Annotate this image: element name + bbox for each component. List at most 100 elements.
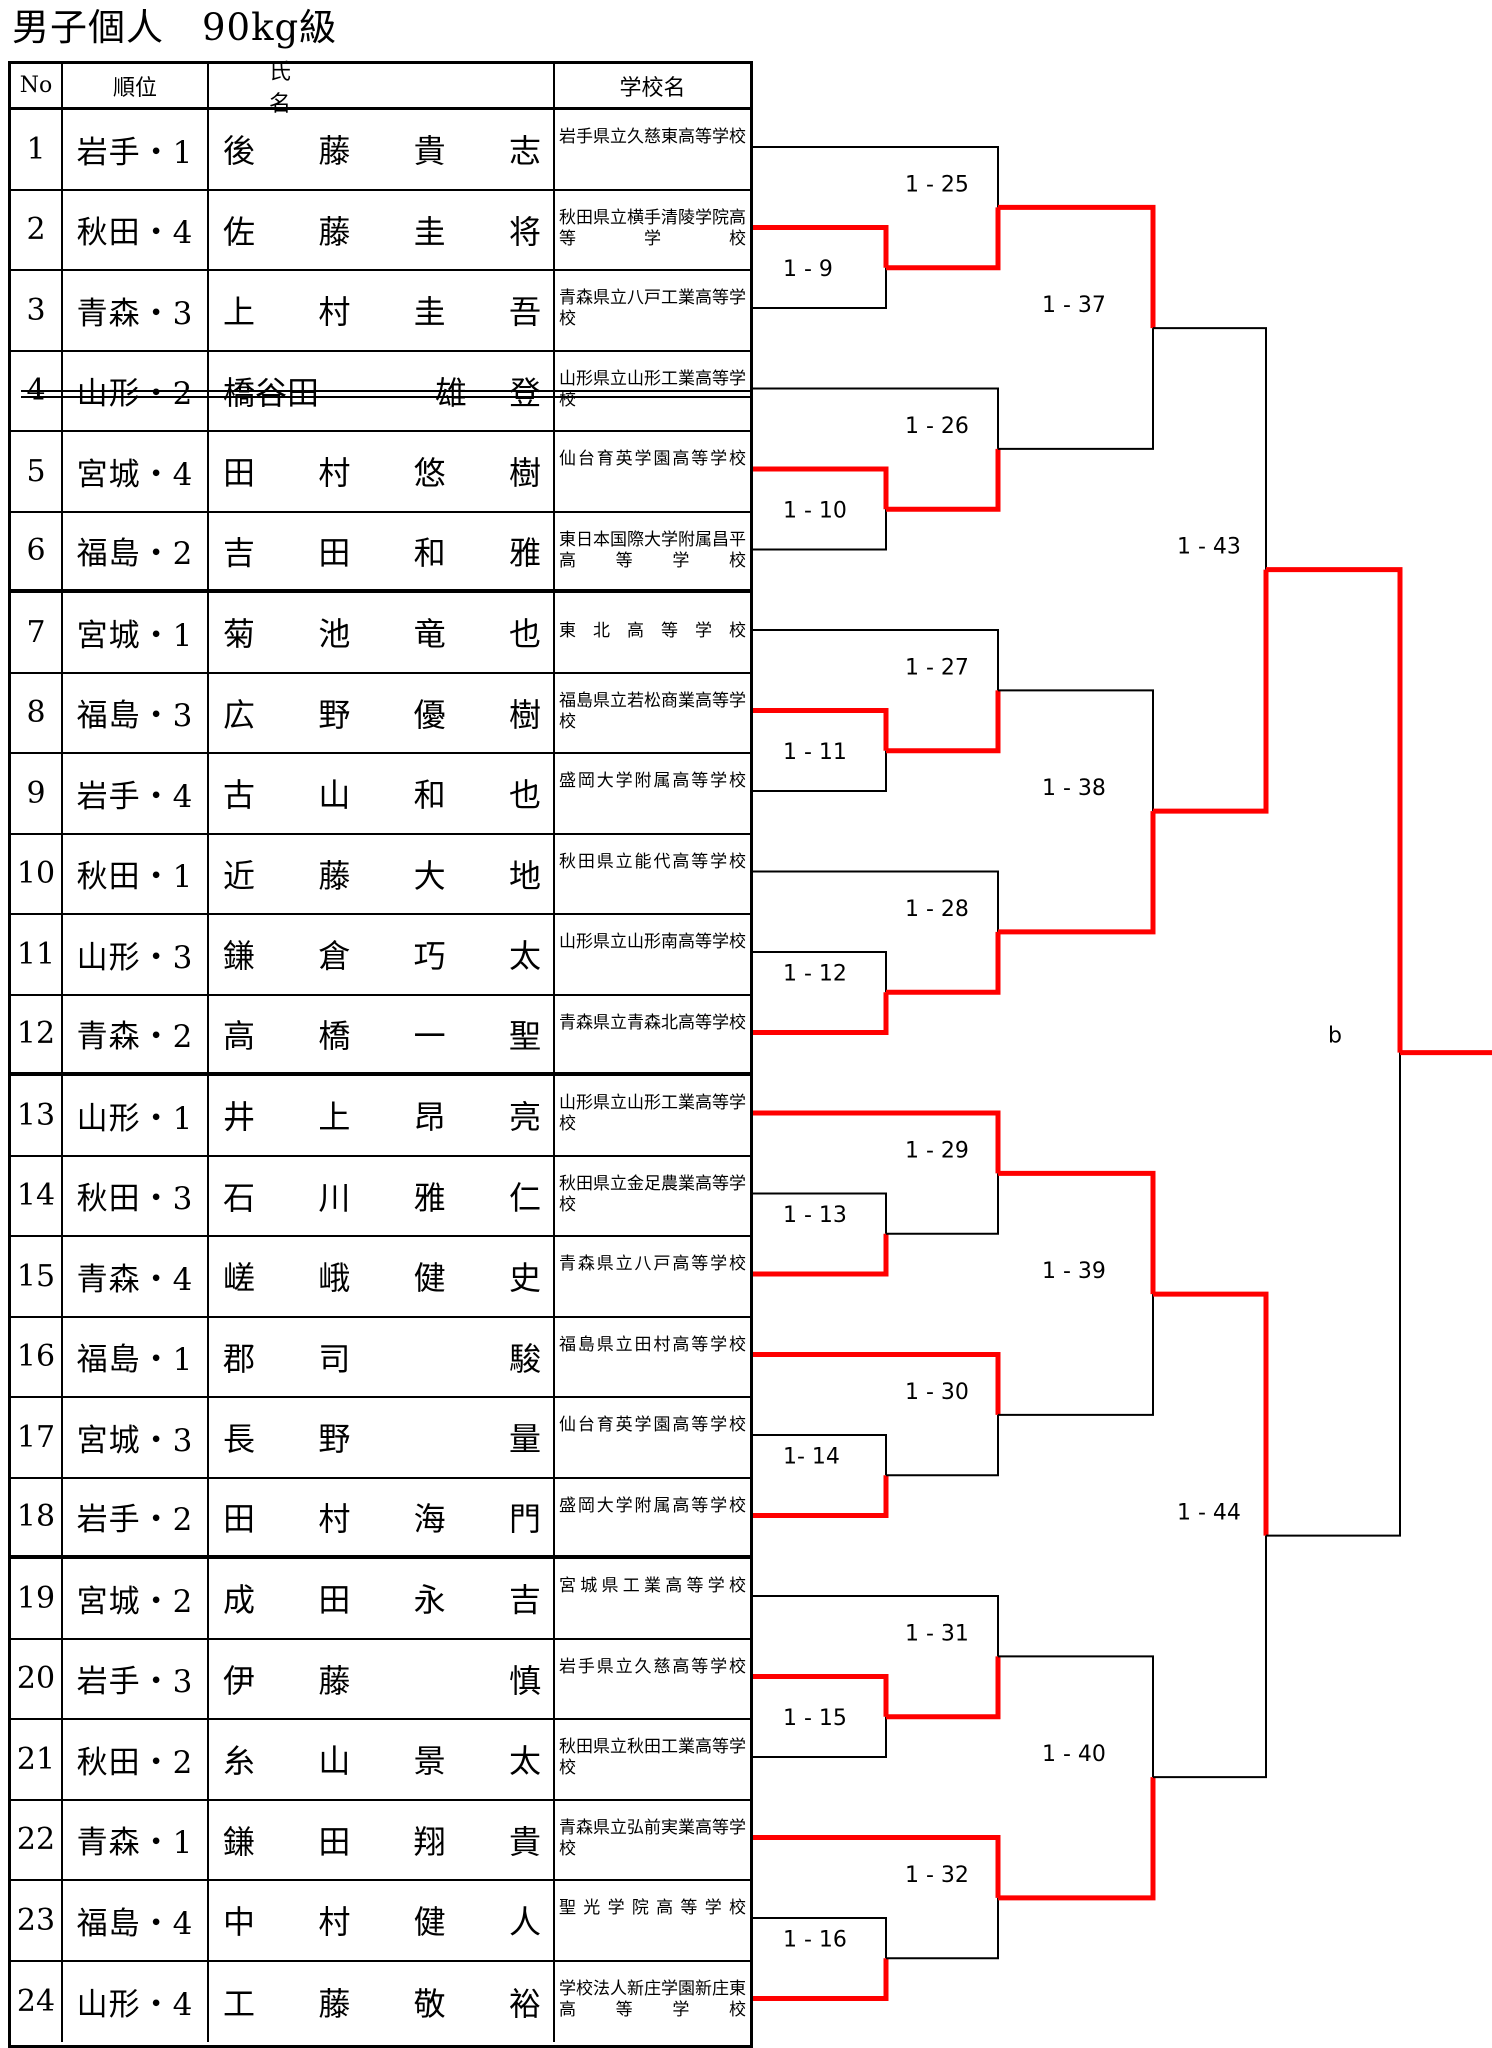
name-char: 敬	[413, 1984, 446, 2023]
entry-number: 9	[11, 754, 63, 833]
name-char: 太	[508, 937, 541, 976]
entry-school-name: 宮城県工業高等学校	[559, 1576, 746, 1596]
entry-name-chars: 長野量	[223, 1414, 541, 1460]
entry-school-name: 青森県立弘前実業高等学校	[559, 1817, 746, 1859]
bracket-line	[1153, 327, 1267, 570]
name-char: 裕	[508, 1984, 541, 2023]
entry-rank: 山形・2	[63, 351, 209, 430]
name-char	[414, 1334, 446, 1380]
entry-school-name: 岩手県立久慈東高等学校	[559, 127, 746, 147]
name-char: 也	[508, 776, 541, 815]
bracket-line	[753, 870, 999, 932]
entry-school: 福島県立若松商業高等学校	[555, 674, 750, 753]
entry-school: 盛岡大学附属高等学校	[555, 754, 750, 833]
entry-number: 7	[11, 593, 63, 672]
entry-number: 16	[11, 1317, 63, 1396]
entry-rank: 秋田・2	[63, 1720, 209, 1799]
name-char: 慎	[508, 1661, 541, 1700]
name-char: 野	[318, 695, 351, 734]
name-char: 志	[508, 132, 541, 171]
name-char: 聖	[508, 1016, 541, 1055]
name-char: 上	[223, 293, 256, 332]
entry-rank: 福島・3	[63, 673, 209, 752]
bracket-line	[753, 1958, 889, 2001]
bracket-line	[753, 1192, 887, 1234]
name-char: 川	[318, 1178, 351, 1217]
match-label: 1 - 25	[905, 172, 969, 197]
match-label: 1 - 39	[1042, 1259, 1106, 1284]
match-label: 1 - 11	[783, 740, 847, 765]
entry-school-name: 山形県立山形南高等学校	[559, 932, 746, 952]
match-label: 1 - 26	[905, 414, 969, 439]
name-char: 史	[508, 1259, 541, 1298]
name-char: 圭	[413, 212, 446, 251]
name-char: 仁	[508, 1178, 541, 1217]
entry-school-name: 岩手県立久慈高等学校	[559, 1656, 746, 1677]
entry-name-chars: 菊池竜也	[223, 609, 541, 655]
entry-school-name: 青森県立八戸高等学校	[559, 1254, 746, 1274]
entry-school-name: 青森県立八戸工業高等学校	[559, 288, 746, 329]
bracket-line	[886, 1656, 1001, 1720]
entry-rank: 福島・4	[63, 1881, 209, 1960]
header-no: No	[11, 64, 63, 107]
entry-school-name: 聖光学院高等学校	[559, 1898, 746, 1918]
entry-school: 学校法人新庄学園新庄東高等学校	[555, 1962, 750, 2043]
name-char: 田	[223, 1499, 256, 1538]
name-char: 圭	[413, 293, 446, 332]
name-char: 佐	[223, 212, 256, 251]
name-char: 吉	[508, 1581, 541, 1620]
entry-rank: 宮城・4	[63, 432, 209, 511]
entry-school-name: 山形県立山形工業高等学校	[559, 1093, 746, 1134]
entry-name-chars: 中村健人	[223, 1897, 541, 1943]
name-char: 雅	[413, 1178, 446, 1217]
bracket-line	[753, 387, 999, 449]
entry-number: 14	[11, 1156, 63, 1235]
bracket-line	[1153, 569, 1269, 814]
entry-number: 1	[11, 110, 63, 189]
entry-name-chars: 田村海門	[223, 1494, 541, 1540]
entry-name: 成田永吉	[209, 1559, 555, 1638]
match-label: 1 - 10	[783, 498, 847, 523]
header-rank: 順位	[63, 64, 209, 107]
entry-name: 後藤貴志	[209, 110, 555, 189]
bracket-line	[753, 750, 887, 792]
name-char: 藤	[318, 132, 351, 171]
name-char: 橋	[318, 1016, 351, 1055]
name-char: 藤	[318, 1661, 351, 1700]
entry-number: 23	[11, 1881, 63, 1960]
name-char: 悠	[413, 454, 446, 493]
bracket-line	[998, 1777, 1156, 1901]
name-char: 成	[223, 1581, 256, 1620]
name-char: 永	[413, 1581, 446, 1620]
entry-school-name: 秋田県立能代高等学校	[559, 851, 746, 872]
name-char: 貴	[508, 1822, 541, 1861]
entry-name-chars: 嵯峨健史	[223, 1253, 541, 1299]
name-char: 池	[318, 615, 351, 654]
entry-rank: 山形・3	[63, 915, 209, 994]
entry-rank: 福島・2	[63, 512, 209, 589]
name-char: 雄	[434, 373, 467, 412]
match-label: 1 - 12	[783, 961, 847, 986]
entry-school: 秋田県立能代高等学校	[555, 835, 750, 914]
entry-name-chars: 郡司駿	[223, 1334, 541, 1380]
bracket-line	[998, 811, 1156, 935]
bracket-line	[753, 146, 999, 208]
entry-school: 秋田県立秋田工業高等学校	[555, 1720, 750, 1799]
bracket-line	[753, 1233, 889, 1277]
bracket-line	[998, 689, 1154, 812]
name-char: 中	[223, 1903, 256, 1942]
entry-number: 8	[11, 673, 63, 752]
entry-name-chars: 鎌倉巧太	[223, 931, 541, 977]
name-char: 石	[223, 1178, 256, 1217]
bracket-line	[753, 225, 889, 268]
match-label: 1 - 9	[783, 257, 833, 282]
